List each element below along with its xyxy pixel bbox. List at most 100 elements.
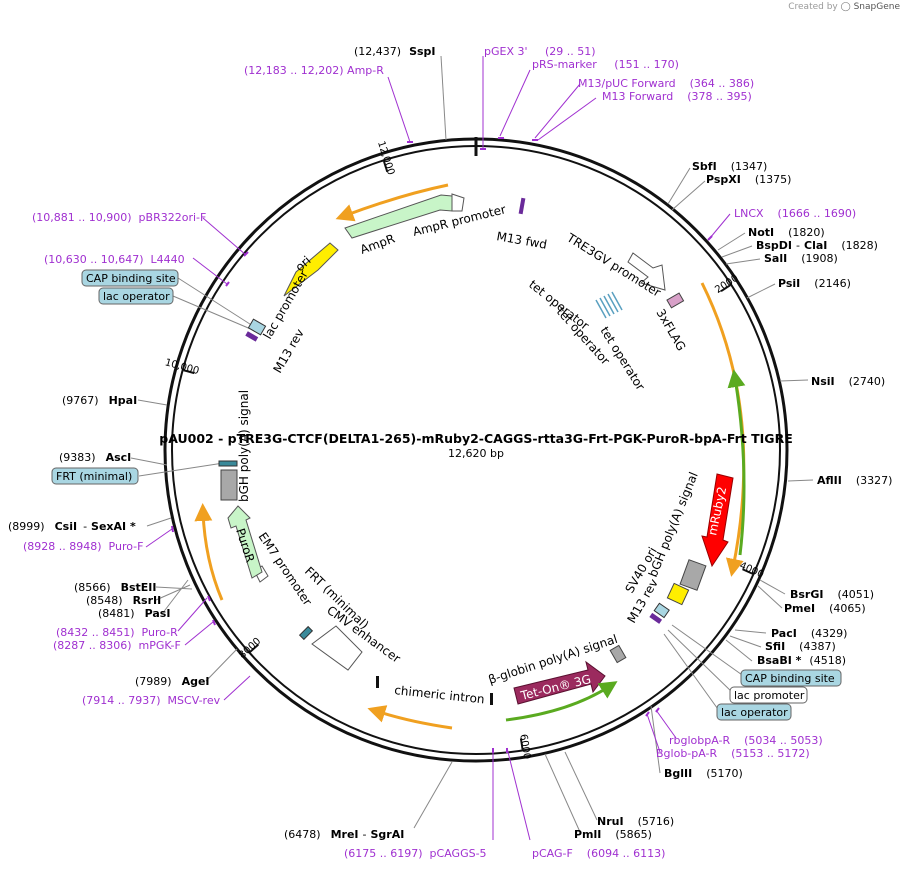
ampr-promoter-feature[interactable] (451, 193, 465, 212)
site-name: RsrII (133, 594, 162, 607)
site-coord: (1820) (788, 226, 825, 239)
tick-mark (183, 369, 195, 375)
bottom-orange-arc (367, 705, 453, 730)
svg-text:(9767)HpaI: (9767) HpaI (62, 394, 137, 407)
ori-feature[interactable] (283, 242, 339, 297)
primer-marks (171, 137, 713, 753)
site-coord: (8548) (86, 594, 123, 607)
svg-text:PspXI(1375): PspXI(1375) (706, 173, 791, 186)
m13fwd-feature[interactable] (518, 197, 526, 215)
site-coord: (3327) (856, 474, 893, 487)
svg-text:PsiI(2146): PsiI(2146) (778, 277, 851, 290)
site-name: AscI (106, 451, 132, 464)
tet-operators-feature[interactable] (595, 291, 623, 319)
site-extra: SexAI * (91, 520, 136, 533)
tre3gv-feature[interactable] (627, 252, 666, 291)
site-coord: (4065) (829, 602, 866, 615)
site-coord: (8481) (98, 607, 135, 620)
credit-brand: SnapGene (853, 2, 900, 12)
svg-text:(9383)AscI: (9383) AscI (59, 451, 131, 464)
primer-label: Bglob-pA-R (5153 .. 5172) (656, 747, 810, 760)
site-coord: (8999) (8, 520, 45, 533)
tick-mark (249, 643, 259, 653)
primer-label: (8928 .. 8948) Puro-F (23, 540, 143, 553)
tick-mark (720, 284, 731, 293)
svg-text:BsrGI(4051): BsrGI(4051) (790, 588, 874, 601)
primer-label: (8287 .. 8306) mPGK-F (53, 639, 181, 652)
site-name: SalI (764, 252, 787, 265)
mruby2-feature[interactable] (701, 473, 734, 568)
cmv-enhancer-feature[interactable] (311, 625, 363, 671)
site-coord: (2146) (814, 277, 851, 290)
tick-label: 6000 (517, 733, 532, 760)
site-coord: (1347) (731, 160, 768, 173)
left-orange-arc (194, 503, 224, 601)
site-name: PmlI (574, 828, 601, 841)
site-extra: SgrAI (371, 828, 405, 841)
sv40-feature[interactable] (666, 582, 690, 606)
primer-leaders (145, 56, 731, 841)
svg-text:(8548)RsrII: (8548) RsrII (86, 594, 161, 607)
site-name: BsaBI * (757, 654, 802, 667)
m13fwd-label: M13 fwd (495, 229, 548, 252)
svg-text:BsaBI *(4518): BsaBI * (4518) (757, 654, 846, 667)
frt-minimal-left: FRT (minimal) (56, 470, 132, 483)
site-name: SbfI (692, 160, 717, 173)
right-green-arc (727, 369, 746, 556)
site-coord: (9767) (62, 394, 99, 407)
teton-label: Tet-On® 3G (518, 672, 592, 703)
lac-feature-left[interactable] (247, 318, 267, 336)
site-name: AflII (817, 474, 842, 487)
site-name: PasI (145, 607, 171, 620)
tick-mark (519, 738, 524, 750)
site-coord: (8566) (74, 581, 111, 594)
primer-label: rbglobpA-R (5034 .. 5053) (669, 734, 823, 747)
primer-label: (6175 .. 6197) pCAGGS-5 (344, 847, 487, 860)
svg-text:NruI(5716): NruI(5716) (597, 815, 674, 828)
site-name: BstEII (121, 581, 157, 594)
svg-text:(12,437)SspI: (12,437)SspI (354, 45, 436, 58)
ampr-label: AmpR (358, 231, 396, 256)
bgh-feature-right[interactable] (679, 559, 707, 591)
chimeric-intron-feature[interactable] (490, 693, 493, 705)
betaglobin-feature[interactable] (609, 644, 627, 664)
credit-prefix: Created by (788, 2, 838, 12)
tick-mark (382, 161, 389, 173)
primer-label: pRS-marker (151 .. 170) (532, 58, 679, 71)
frt-feature-bottom[interactable] (298, 625, 314, 641)
lac-feature-right[interactable] (653, 602, 670, 619)
site-name: PmeI (784, 602, 815, 615)
cmv-mark[interactable] (376, 676, 379, 688)
site-name: BspDI (756, 239, 792, 252)
site-coord: (4518) (809, 654, 846, 667)
site-name: NsiI (811, 375, 835, 388)
site-name: HpaI (109, 394, 138, 407)
site-coord: (9383) (59, 451, 96, 464)
flag-feature[interactable] (666, 292, 685, 309)
m13rev-feature-right[interactable] (649, 612, 663, 624)
site-coord: (5170) (706, 767, 743, 780)
frt-feature-left[interactable] (218, 460, 238, 467)
svg-text:SfiI(4387): SfiI(4387) (765, 640, 836, 653)
svg-text:AflII(3327): AflII (3327) (817, 474, 892, 487)
site-coord: (4387) (799, 640, 836, 653)
m13rev-feature-left[interactable] (245, 331, 259, 342)
primer-label: pGEX 3' (29 .. 51) (484, 45, 596, 58)
site-name: BglII (664, 767, 692, 780)
lac-promoter-label: lac promoter (260, 268, 311, 342)
primer-label: (7914 .. 7937) MSCV-rev (82, 694, 221, 707)
site-name: MreI (331, 828, 359, 841)
snapgene-credit: Created by ◯ SnapGene (788, 2, 900, 12)
puror-feature[interactable] (227, 505, 263, 579)
svg-text:PmlI(5865): PmlI(5865) (574, 828, 652, 841)
bgh-feature-left[interactable] (220, 469, 238, 501)
site-coord: (4329) (811, 627, 848, 640)
site-name: NruI (597, 815, 624, 828)
plasmid-length: 12,620 bp (448, 447, 504, 460)
site-name: NotI (748, 226, 774, 239)
site-coord: (6478) (284, 828, 321, 841)
svg-text:NsiI(2740): NsiI(2740) (811, 375, 885, 388)
tick-label: 8000 (237, 636, 263, 661)
primer-label: LNCX (1666 .. 1690) (734, 207, 856, 220)
